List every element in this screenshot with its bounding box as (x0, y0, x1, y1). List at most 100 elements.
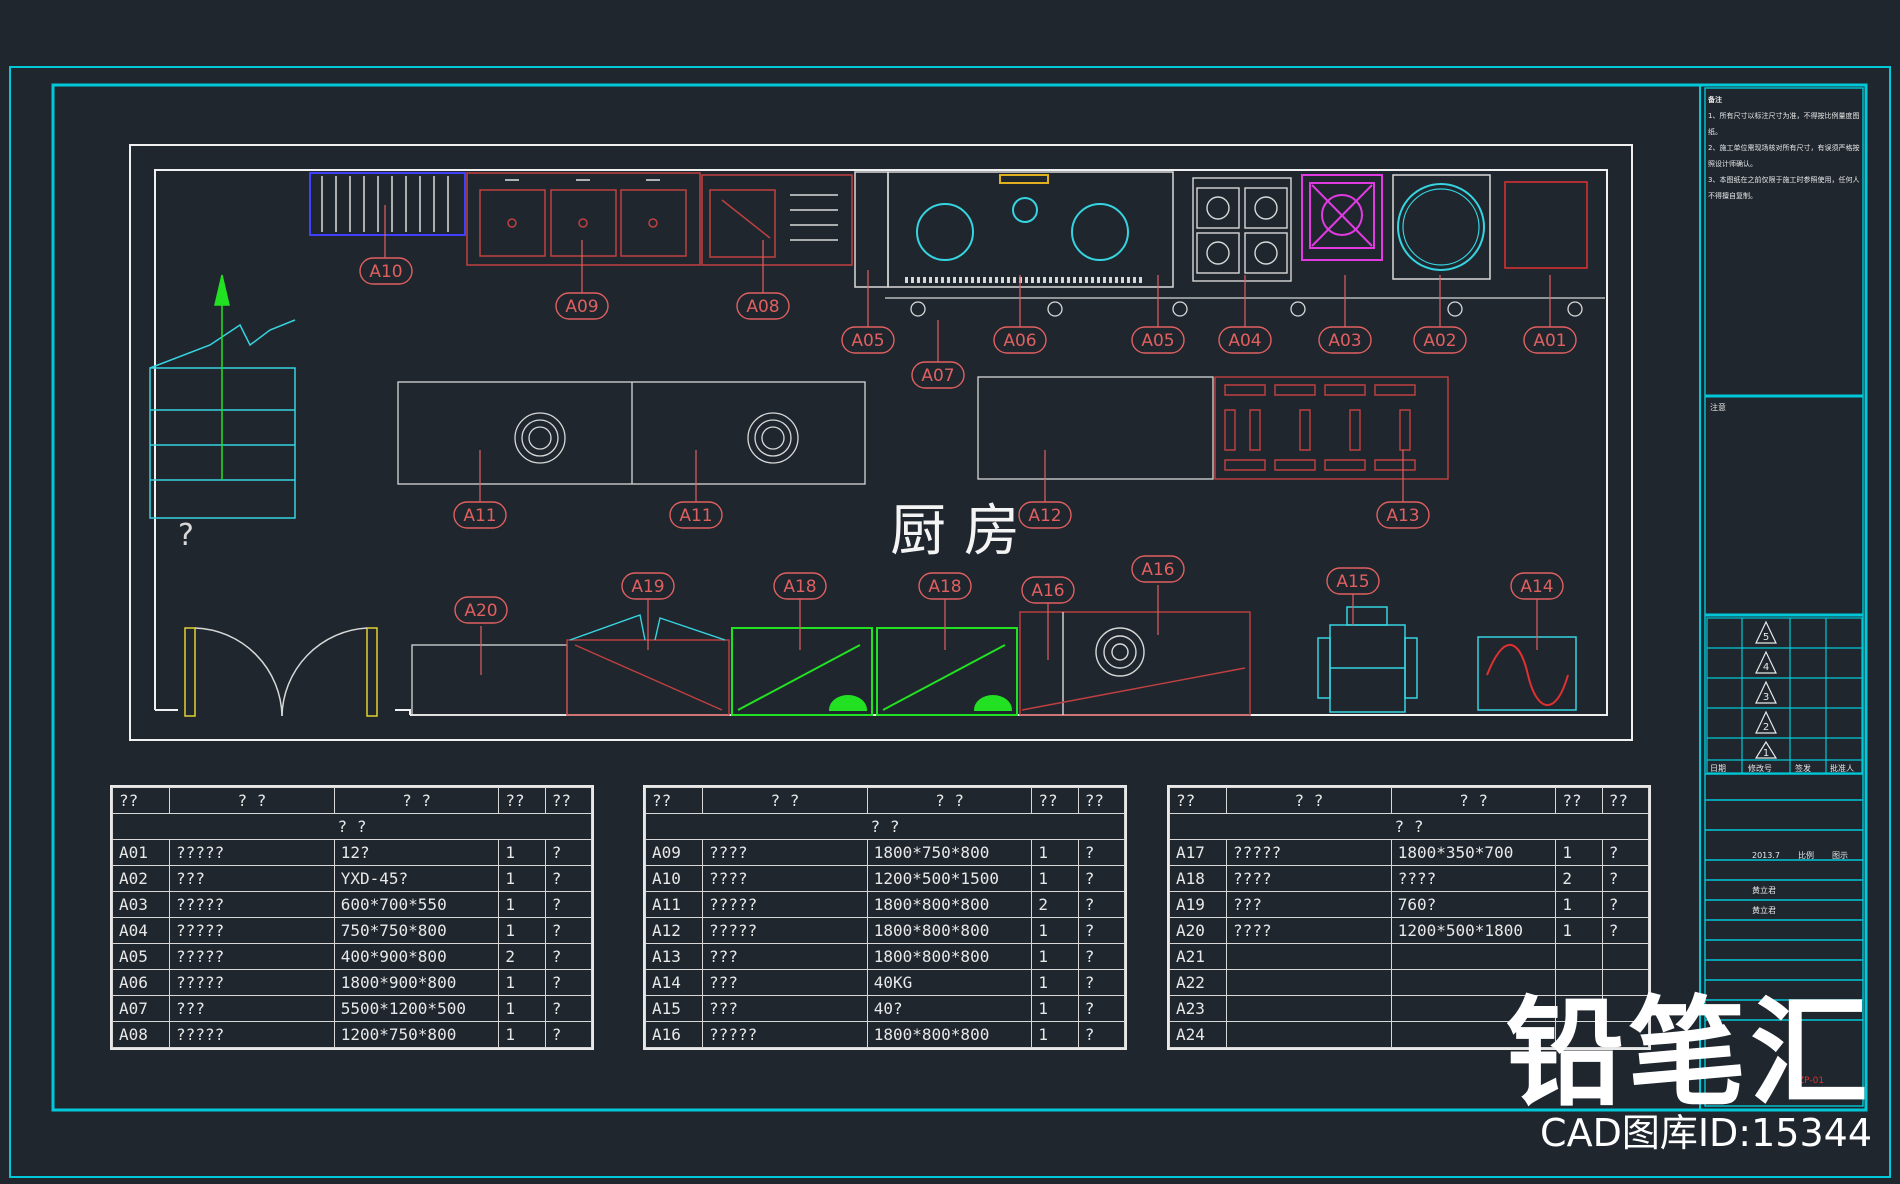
table-cell: ? ? (1169, 813, 1649, 840)
table-cell: 1 (498, 969, 546, 996)
table-cell: 1800*750*800 (866, 839, 1033, 866)
svg-text:4: 4 (1763, 662, 1769, 673)
svg-text:签发: 签发 (1795, 763, 1811, 773)
tag-a11-right: A11 (669, 501, 723, 529)
table-cell (1390, 969, 1557, 996)
notes-title: 备注 (1708, 96, 1722, 104)
svg-text:1: 1 (1763, 748, 1769, 759)
table-header-row: ?? ? ? ? ? ?? ?? (111, 787, 593, 814)
table-cell: ? (544, 995, 593, 1022)
table-cell: 40? (866, 995, 1033, 1022)
table-cell: ?? (544, 787, 593, 814)
svg-text:A13: A13 (1386, 506, 1419, 526)
table-cell: ???? (702, 865, 868, 892)
tag-a19: A19 (621, 572, 675, 600)
table-cell: A04 (111, 917, 171, 944)
table-cell: ????? (702, 1021, 868, 1048)
tag-a03: A03 (1318, 326, 1372, 354)
svg-text:A11: A11 (463, 506, 496, 526)
table-cell: 400*900*800 (333, 943, 500, 970)
table-cell: ? ? (702, 787, 868, 814)
table-cell: A14 (644, 969, 704, 996)
tag-a05-right: A05 (1131, 326, 1185, 354)
table-cell: 1 (498, 865, 546, 892)
tag-a16-right: A16 (1131, 555, 1185, 583)
table-cell: ? (544, 969, 593, 996)
note-1: 1、所有尺寸以标注尺寸为准，不得按比例量度图纸。 (1708, 112, 1860, 136)
table-cell: ????? (169, 917, 335, 944)
table-cell: ?? (1031, 787, 1079, 814)
tag-a07: A07 (911, 361, 965, 389)
table-cell: 1 (1031, 943, 1079, 970)
table-cell: ???? (702, 839, 868, 866)
table-cell: ????? (169, 969, 335, 996)
tag-leader-lines (384, 205, 1551, 675)
table-cell: 1 (498, 917, 546, 944)
table-cell: ? (1077, 891, 1126, 918)
equipment-a16-counter (1019, 611, 1251, 716)
tag-a01: A01 (1523, 326, 1577, 354)
equipment-a12-table (977, 376, 1214, 480)
room-title: 厨 房 (890, 499, 1020, 564)
table-row: A22 (1168, 969, 1650, 996)
table-cell: 2 (498, 943, 546, 970)
equipment-a06-wok-range (854, 171, 1174, 288)
table-cell: ??? (702, 995, 868, 1022)
tag-a04: A04 (1218, 326, 1272, 354)
equipment-a19-cabinet (566, 614, 730, 716)
watermark-logo: 铅笔汇 CAD图库ID:15344 (1506, 994, 1872, 1154)
svg-text:2: 2 (1763, 722, 1769, 733)
table-cell: ? ? (1226, 787, 1392, 814)
tag-a02: A02 (1413, 326, 1467, 354)
table-cell: A20 (1168, 917, 1228, 944)
svg-text:A18: A18 (928, 577, 961, 597)
table-cell: A10 (644, 865, 704, 892)
table-cell: ? (1601, 865, 1650, 892)
table-cell: ? ? (112, 813, 592, 840)
svg-text:A16: A16 (1031, 581, 1064, 601)
tag-a18-left: A18 (773, 572, 827, 600)
table-cell: A24 (1168, 1021, 1228, 1048)
table-cell: ?? (111, 787, 171, 814)
table-cell: A01 (111, 839, 171, 866)
tag-a16-left: A16 (1021, 576, 1075, 604)
tag-a11-left: A11 (453, 501, 507, 529)
svg-text:A02: A02 (1423, 331, 1456, 351)
table-cell: 1 (1031, 917, 1079, 944)
table-cell: 5500*1200*500 (333, 995, 500, 1022)
revision-header: 日期 修改号 签发 批准人 (1710, 763, 1854, 773)
table-cell: ????? (169, 839, 335, 866)
svg-text:注意: 注意 (1710, 402, 1726, 412)
table-cell: 1800*900*800 (333, 969, 500, 996)
svg-text:图示: 图示 (1832, 851, 1848, 860)
table-cell: ? ? (866, 787, 1033, 814)
table-cell: 1800*350*700 (1390, 839, 1557, 866)
stair (149, 274, 296, 519)
table-cell: ?? (1077, 787, 1126, 814)
table-cell: A12 (644, 917, 704, 944)
table-cell: 1 (498, 995, 546, 1022)
table-cell: ? (1601, 917, 1650, 944)
drawing-outer-frame (9, 66, 1891, 1178)
equipment-a20-cabinet (411, 644, 568, 716)
table-cell: A18 (1168, 865, 1228, 892)
table-cell: 1 (1031, 839, 1079, 866)
table-cell: ? (1077, 917, 1126, 944)
revision-table (1706, 617, 1863, 774)
table-cell: ????? (702, 917, 868, 944)
table-cell: A05 (111, 943, 171, 970)
svg-text:A18: A18 (783, 577, 816, 597)
tag-a14: A14 (1510, 572, 1564, 600)
table-row: A21 (1168, 943, 1650, 970)
table-cell: A22 (1168, 969, 1228, 996)
table-row: A24 (1168, 1021, 1650, 1048)
table-cell: 750*750*800 (333, 917, 500, 944)
svg-text:A19: A19 (631, 577, 664, 597)
tag-a08: A08 (736, 292, 790, 320)
